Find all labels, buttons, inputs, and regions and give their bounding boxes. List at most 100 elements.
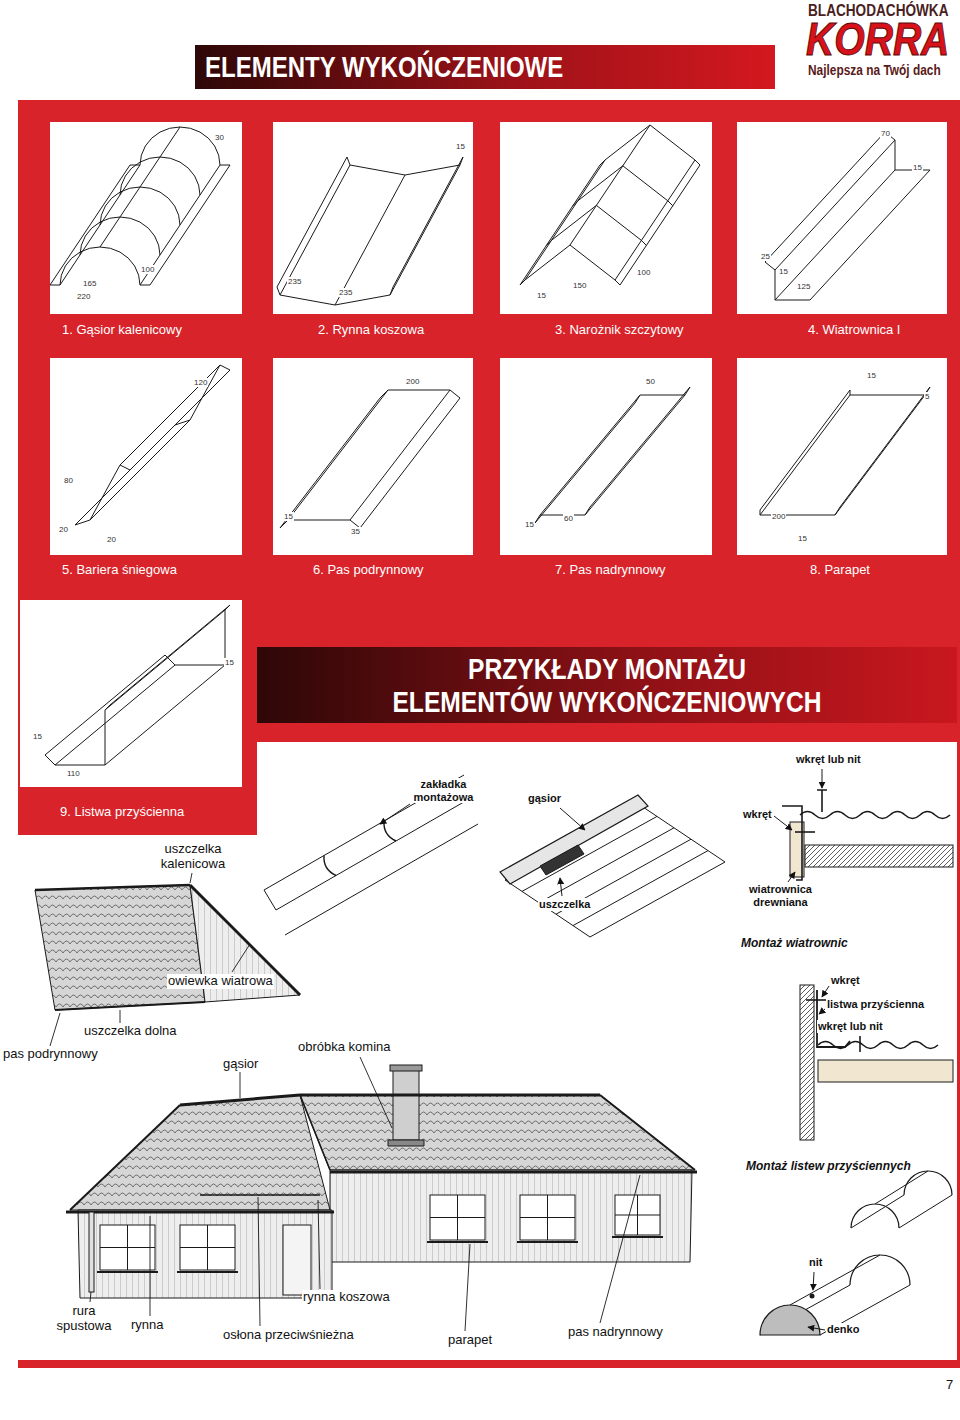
callout-label: wkręt <box>742 808 773 821</box>
window-sill <box>177 1271 238 1273</box>
hip <box>70 1105 180 1210</box>
profile-edge <box>45 655 165 755</box>
part-label: gąsior <box>222 1057 259 1072</box>
downpipe <box>89 1212 94 1292</box>
profile-edge <box>50 165 130 285</box>
product-caption: 1. Gąsior kalenicowy <box>62 323 182 338</box>
profile-edge <box>775 170 895 300</box>
section-band: PRZYKŁADY MONTAŻU ELEMENTÓW WYKOŃCZENIOW… <box>257 647 957 723</box>
profile-edge <box>390 165 460 295</box>
eave-flashing <box>55 1002 205 1010</box>
profile-edge <box>105 665 225 765</box>
roof <box>35 885 205 1010</box>
profile-edge <box>840 387 930 507</box>
profile-end <box>765 262 810 300</box>
figure-caption: Montaż listew przyściennych <box>745 1160 912 1174</box>
profile-edge <box>90 420 190 520</box>
profile-edge <box>350 390 450 520</box>
leader-line <box>465 1244 470 1331</box>
product-panel <box>500 358 712 555</box>
profile-edge <box>335 175 405 305</box>
product-caption: 6. Pas podrynnowy <box>313 563 424 578</box>
dimension-value: 235 <box>338 288 353 297</box>
profile-edge <box>280 398 380 528</box>
dimension-value: 15 <box>524 520 535 529</box>
profile-end <box>535 507 590 523</box>
part-label: pas podrynnowy <box>2 1047 99 1062</box>
part-label: rynna koszowa <box>302 1290 391 1305</box>
title-holder: ELEMENTY WYKOŃCZENIOWE <box>205 46 653 88</box>
tile-row <box>573 851 708 926</box>
rafter <box>805 845 953 867</box>
callout-label: nit <box>808 1256 823 1269</box>
window-bar <box>615 1215 660 1216</box>
callout-label: zakładka montażowa <box>405 778 482 803</box>
part-label: uszczelka dolna <box>83 1024 178 1039</box>
rivet <box>810 1294 815 1299</box>
leader-line <box>774 816 792 830</box>
snow-guard <box>200 1194 320 1196</box>
dimension-value: 220 <box>76 292 91 301</box>
product-panel <box>500 122 712 314</box>
product-caption: 8. Parapet <box>810 563 870 578</box>
gable-illustration <box>35 885 300 1010</box>
callout-label: uszczelka <box>538 898 591 911</box>
dimension-value: 5 <box>924 392 930 401</box>
callout-label: wiatrownica drewniana <box>737 883 824 908</box>
part-label: obróbka komina <box>297 1040 392 1055</box>
chimney <box>393 1070 419 1140</box>
window-sill <box>612 1236 663 1238</box>
house-illustration <box>66 1065 697 1298</box>
callout-label: listwa przyścienna <box>826 998 925 1011</box>
rivet <box>859 1036 861 1052</box>
ridge-cap-end <box>850 1255 910 1285</box>
profile-edge <box>360 398 460 528</box>
dimension-value: 125 <box>796 282 811 291</box>
leader-lines <box>50 873 640 1331</box>
dimension-value: 15 <box>224 658 235 667</box>
window <box>615 1195 660 1235</box>
leader-line <box>258 1197 260 1326</box>
leader-line <box>318 1200 320 1289</box>
product-caption: 2. Rynna koszowa <box>318 323 424 338</box>
profile-end <box>635 387 690 403</box>
profile-edge <box>590 387 690 507</box>
product-panel <box>20 600 242 787</box>
segment-line <box>120 157 200 195</box>
dimension-value: 20 <box>58 525 69 534</box>
dimension-value: 25 <box>760 252 771 261</box>
leader-line <box>560 808 585 830</box>
wall <box>800 985 814 1140</box>
window-bar <box>180 1247 235 1248</box>
profile-edge <box>110 605 230 705</box>
profile-edge <box>130 370 230 470</box>
ridge-cap-end <box>264 890 276 910</box>
dimension-value: 120 <box>193 378 208 387</box>
gutter <box>66 1211 334 1214</box>
profile-edge <box>393 157 463 287</box>
dimension-value: 100 <box>636 268 651 277</box>
title-bar <box>195 45 775 89</box>
roof <box>70 1095 330 1210</box>
profile-edge <box>520 165 600 285</box>
product-panel <box>273 358 473 555</box>
leader-line <box>808 1327 825 1330</box>
profile-end <box>850 387 930 395</box>
dimension-value: 235 <box>287 277 302 286</box>
product-panel <box>737 122 947 314</box>
leader-line <box>822 769 823 788</box>
dimension-value: 20 <box>106 535 117 544</box>
profile-edge <box>288 390 388 520</box>
product-panel <box>273 122 473 314</box>
window <box>430 1195 485 1240</box>
profile-edge <box>775 140 895 270</box>
dimension-value: 110 <box>66 769 81 778</box>
profile-edge <box>835 395 925 515</box>
leader-line <box>232 944 250 972</box>
profile-end <box>280 520 360 528</box>
leader-line <box>50 1013 60 1046</box>
verge-flashing <box>782 806 802 880</box>
roof-sheet-wave <box>800 812 950 819</box>
ridge-cap-edge <box>820 1285 910 1335</box>
